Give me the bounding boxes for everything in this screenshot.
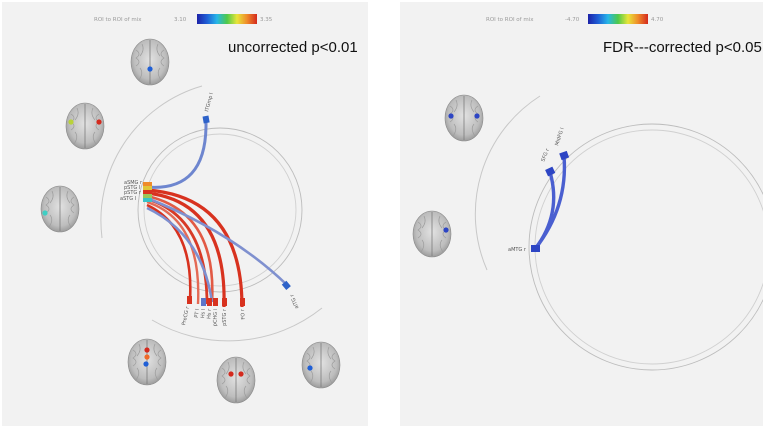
node-marker [143, 186, 152, 190]
connectome-diagram-right: MidFG l SFG r aMTG r [412, 94, 763, 371]
colorbar-max-label: 4.70 [651, 17, 664, 23]
node-label: MidFG l [554, 127, 565, 147]
node-marker [240, 298, 245, 306]
node-marker [143, 194, 152, 198]
colorbar-label: ROI to ROI of mix [486, 17, 534, 23]
colorbar [588, 14, 648, 24]
node-marker [201, 298, 206, 306]
brain-axial-icon [301, 341, 341, 389]
node-marker [143, 182, 152, 186]
node-label: aSMG r [124, 180, 143, 186]
connection [146, 194, 214, 303]
node-label: aMTG r [508, 247, 527, 253]
connection [146, 188, 244, 308]
colorbar-min-label: -4.70 [565, 17, 580, 23]
node-marker [143, 198, 152, 202]
node-label: PT l [194, 308, 201, 318]
node-label: ITGmp l [204, 92, 215, 112]
colorbar-label: ROI to ROI of mix [94, 17, 142, 23]
node-label: Hs r [206, 308, 213, 319]
node-marker [213, 298, 218, 306]
node-label: pCHG l [212, 309, 219, 326]
node-label: FO r [240, 308, 247, 320]
colorbar-max-label: 3.35 [260, 17, 273, 23]
connection [146, 200, 200, 305]
brain-axial-icon [40, 185, 80, 233]
brain-axial-icon [130, 38, 170, 86]
node-marker [281, 280, 291, 290]
inner-ring [143, 133, 297, 287]
node-label: pSTG l [124, 185, 140, 191]
colorbar-min-label: 3.10 [174, 17, 187, 23]
node-marker [222, 298, 227, 306]
brain-axial-icon [127, 338, 167, 386]
node-label: SFG r [540, 147, 551, 163]
brain-axial-icon [444, 94, 484, 142]
colorbar [197, 14, 257, 24]
outer-ring [528, 123, 763, 371]
brain-axial-icon [216, 356, 256, 404]
node-marker [545, 166, 556, 177]
node-marker [531, 245, 540, 252]
node-label: pSTG r [222, 308, 228, 326]
node-label: pSTG r [124, 190, 142, 196]
node-marker [559, 150, 570, 161]
panel-title: FDR---corrected p<0.05 [603, 39, 762, 56]
node-label: aITG r [289, 292, 301, 309]
outer-arc-left [100, 85, 203, 239]
inner-ring [534, 129, 763, 365]
node-marker [207, 298, 212, 306]
brain-axial-icon [65, 102, 105, 150]
node-label: Hs l [200, 309, 207, 319]
connection [533, 171, 556, 251]
brain-axial-icon [412, 210, 452, 258]
connection [146, 121, 208, 189]
outer-arc-bottom [151, 307, 323, 342]
node-marker [143, 190, 152, 194]
left-panel: ROI to ROI of mix 3.10 3.35 uncorrected … [2, 2, 368, 426]
outer-arc-left [474, 95, 541, 271]
node-marker [187, 296, 192, 304]
connection [146, 196, 288, 286]
node-marker [202, 115, 210, 124]
node-label: aSTG l [120, 196, 136, 202]
outer-ring [137, 127, 303, 293]
node-label: PreCG r [181, 305, 191, 326]
panel-title: uncorrected p<0.01 [228, 39, 358, 56]
connection [146, 206, 214, 303]
connection [146, 203, 192, 301]
right-panel: ROI to ROI of mix -4.70 4.70 FDR---corre… [400, 2, 763, 426]
connectome-diagram-left: ITGmp l aSMG r pSTG l pSTG r aSTG l PreC… [40, 38, 341, 404]
